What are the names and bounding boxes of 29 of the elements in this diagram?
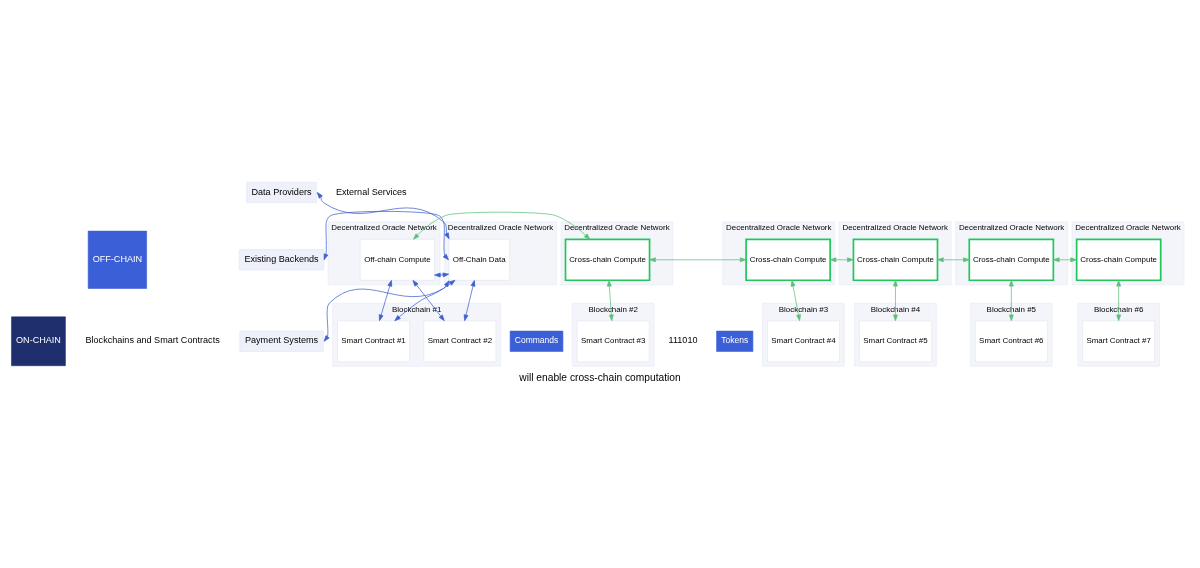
arrow [412,279,445,321]
arrow [463,279,476,321]
arrow [413,211,591,240]
arrow [323,279,450,342]
arrow [649,256,747,262]
node-box: Commands [509,330,564,352]
arrow [394,279,456,321]
arrow [323,210,449,260]
label: 111010 [668,334,698,345]
arrow [829,256,854,262]
arrow [607,279,614,321]
arrow [1008,279,1014,321]
label: External Services [335,186,407,197]
caption: will enable cross-chain computation [519,371,681,383]
arrow [893,279,898,321]
arrow [937,256,970,262]
node-box: OFF-CHAIN [87,230,147,289]
node-box: Data Providers [246,181,317,203]
arrow [1116,279,1121,321]
arrow [316,191,450,239]
arrow [378,279,393,321]
node-box: Payment Systems [239,330,324,352]
node-box: ON-CHAIN [11,316,66,366]
label: Blockchains and Smart Contracts [85,334,220,345]
arrow [1053,256,1077,262]
arrow [434,272,450,277]
node-box: Tokens [716,330,754,352]
arrow [790,279,801,321]
node-box: Existing Backends [238,248,325,270]
